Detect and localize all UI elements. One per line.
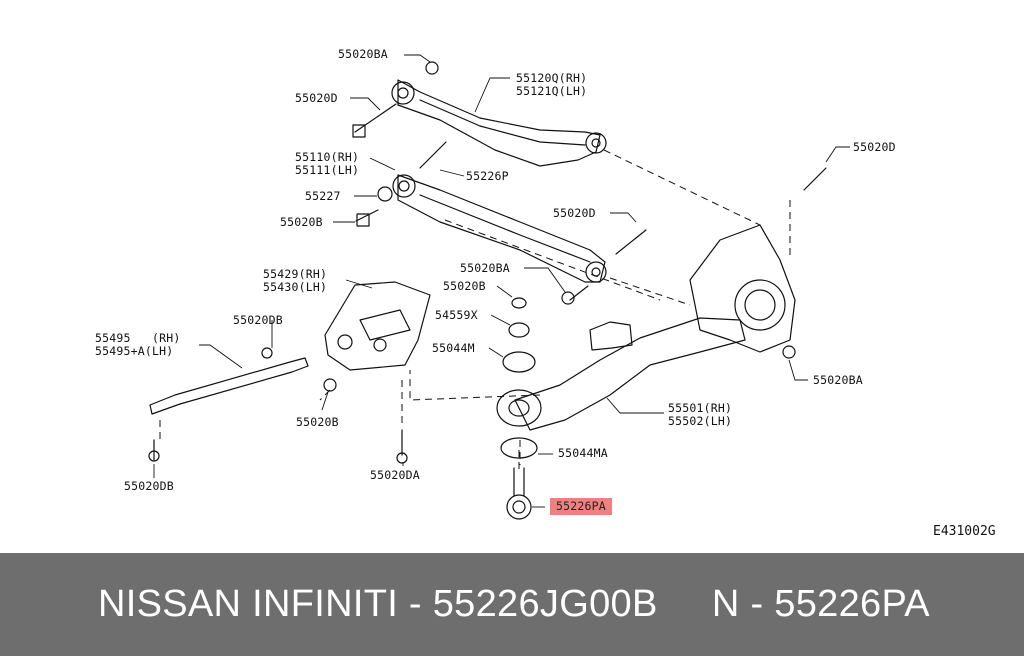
label-55226PA-highlighted: 55226PA <box>550 498 612 515</box>
footer-part-number: NISSAN INFINITI - 55226JG00B N - 55226PA <box>98 583 930 625</box>
footer-bar: NISSAN INFINITI - 55226JG00B N - 55226PA <box>0 553 1024 656</box>
label-55110: 55110(RH) 55111(LH) <box>295 150 360 177</box>
label-55226P: 55226P <box>466 169 509 183</box>
label-55020B-low: 55020B <box>296 415 339 429</box>
label-55020BA-right: 55020BA <box>813 373 863 387</box>
label-55020D-right: 55020D <box>853 140 896 154</box>
label-55501: 55501(RH) 55502(LH) <box>668 401 733 428</box>
suspension-drawing <box>148 54 850 520</box>
label-55020D-mid: 55020D <box>553 206 596 220</box>
label-55020DB-bottom: 55020DB <box>124 479 174 493</box>
label-54559X: 54559X <box>435 308 478 322</box>
label-55020B-left: 55020B <box>280 215 323 229</box>
label-55120Q: 55120Q(RH) 55121Q(LH) <box>516 71 588 98</box>
label-55020BA-mid: 55020BA <box>460 261 510 275</box>
label-55227: 55227 <box>305 189 341 203</box>
parts-diagram: 55020BA 55020D 55120Q(RH) 55121Q(LH) 551… <box>95 47 996 539</box>
label-55020B-mid: 55020B <box>443 279 486 293</box>
label-55020DA: 55020DA <box>370 468 420 482</box>
label-55495: 55495 (RH) 55495+A(LH) <box>95 331 181 358</box>
label-55020BA-top: 55020BA <box>338 47 388 61</box>
label-55429: 55429(RH) 55430(LH) <box>263 267 328 294</box>
label-55020D-left: 55020D <box>295 91 338 105</box>
label-55020DB-top: 55020DB <box>233 313 283 327</box>
label-55044MA: 55044MA <box>558 446 608 460</box>
label-55044M: 55044M <box>432 341 475 355</box>
figure-code: E431002G <box>933 524 996 539</box>
